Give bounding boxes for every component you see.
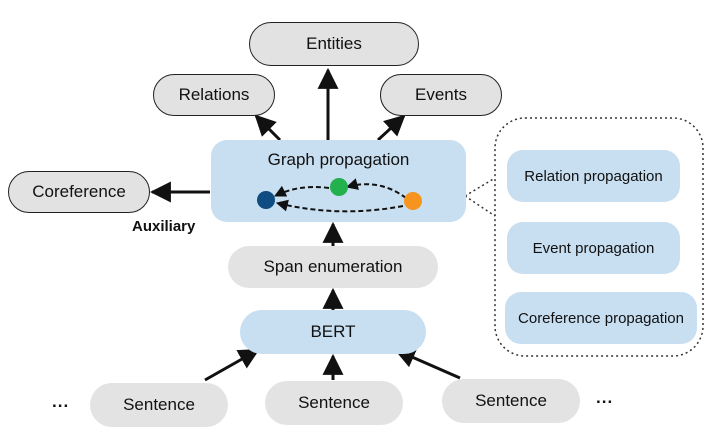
callout-line-bottom [464,195,496,217]
arrow-to-relations [254,114,282,142]
relations-label: Relations [178,85,250,104]
bert-label: BERT [310,322,356,341]
relation-propagation-item: Relation propagation [507,150,680,202]
arrow-sentence-right-to-bert [394,347,461,380]
sentence-right-label: Sentence [475,391,547,410]
coreference-propagation-label: Coreference propagation [518,309,684,327]
arrow-to-events [376,114,406,142]
ellipsis-right: ... [596,388,614,407]
auxiliary-label: Auxiliary [132,218,196,235]
edge-orange-to-green [345,178,407,199]
edge-orange-to-blue [275,199,404,213]
relation-propagation-label: Relation propagation [524,167,663,185]
coreference-node: Coreference [8,171,150,213]
node-dot-orange [404,192,422,210]
graph-propagation-label: Graph propagation [267,150,410,169]
graph-propagation-node: Graph propagation [211,140,466,222]
sentence-node-left: Sentence [90,383,228,427]
event-propagation-item: Event propagation [507,222,680,274]
bert-node: BERT [240,310,426,354]
span-enumeration-node: Span enumeration [228,246,438,288]
callout-line-top [464,177,496,197]
entities-node: Entities [249,22,419,66]
arrow-sentence-left-to-bert [204,348,260,382]
sentence-node-right: Sentence [442,379,580,423]
edge-green-to-blue [273,185,330,197]
node-dot-green [330,178,348,196]
sentence-node-middle: Sentence [265,381,403,425]
events-label: Events [415,85,467,104]
node-dot-blue [257,191,275,209]
coreference-label: Coreference [32,182,126,201]
ellipsis-left: ... [52,392,70,411]
events-node: Events [380,74,502,116]
coreference-propagation-item: Coreference propagation [505,292,697,344]
span-enumeration-label: Span enumeration [263,257,403,276]
entities-label: Entities [306,34,362,53]
sentence-middle-label: Sentence [298,393,370,412]
propagation-graph [257,178,422,213]
relations-node: Relations [153,74,275,116]
event-propagation-label: Event propagation [532,239,655,257]
sentence-left-label: Sentence [123,395,195,414]
